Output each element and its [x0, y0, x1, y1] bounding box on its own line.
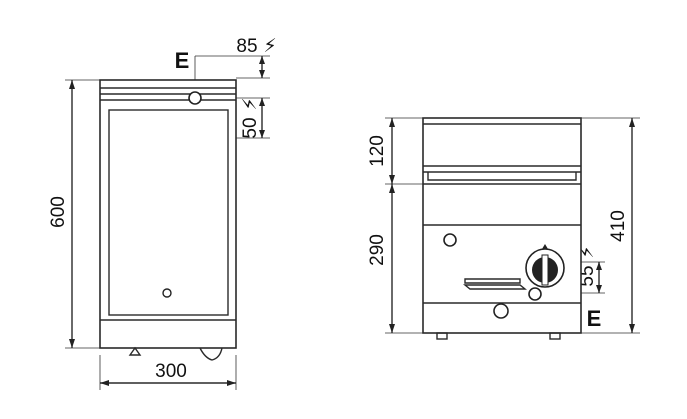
indicator-light-front: [162, 288, 172, 298]
connection-marker-front: E: [175, 48, 190, 73]
dim-label-50: 50: [240, 117, 261, 138]
dim-label-600: 600: [48, 196, 69, 228]
electrical-symbol-50: ⚡: [240, 97, 261, 110]
dim-85: 85 ⚡: [236, 36, 277, 78]
connection-point-front: [188, 91, 202, 105]
electrical-symbol-55: ⚡: [577, 245, 598, 258]
dim-label-55: 55: [577, 265, 598, 286]
dim-label-85: 85: [236, 36, 257, 57]
electrical-symbol-85: ⚡: [263, 36, 276, 57]
dim-width-300: 300: [100, 361, 236, 386]
dim-label-410: 410: [608, 210, 629, 242]
dim-label-300: 300: [155, 361, 187, 382]
dim-410: 410: [608, 118, 635, 333]
dim-290: 290: [367, 184, 395, 333]
side-appliance-body: [422, 117, 582, 340]
connection-marker-side: E: [587, 306, 602, 331]
connection-point-side: [528, 287, 542, 301]
drain-port: [493, 303, 509, 319]
dim-height-600: 600: [48, 80, 75, 348]
dim-120: 120: [367, 118, 395, 184]
indicator-light-side: [443, 233, 457, 247]
dim-50: 50 ⚡: [240, 97, 265, 139]
front-extension-lines: [65, 55, 270, 390]
dim-55: 55 ⚡: [577, 245, 602, 293]
side-view: 120 290 410 55 ⚡ E: [367, 117, 640, 340]
front-appliance-body: [99, 79, 237, 361]
front-view: 600 300 85 ⚡ 50 ⚡ E: [48, 36, 277, 390]
dim-label-120: 120: [367, 135, 388, 167]
dim-label-290: 290: [367, 234, 388, 266]
